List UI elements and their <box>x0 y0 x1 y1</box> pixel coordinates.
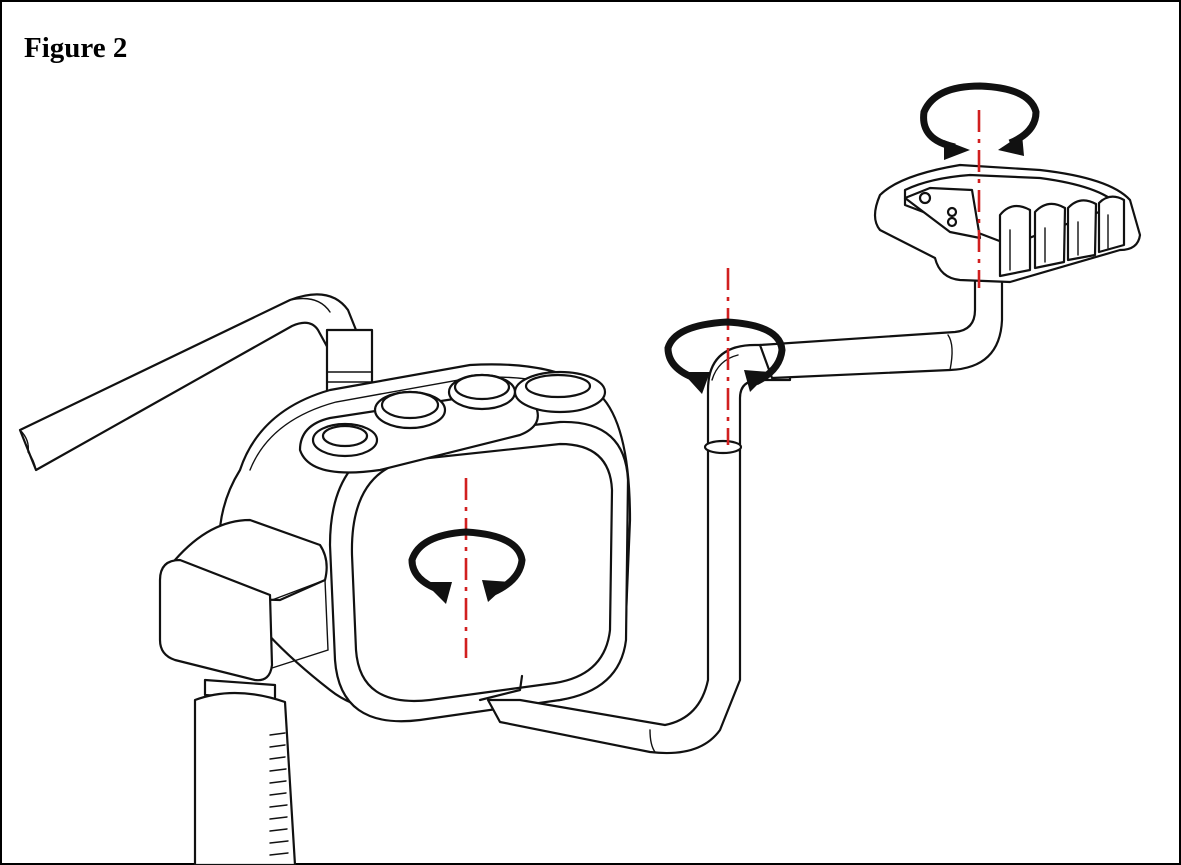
instrument-tray <box>873 163 1142 284</box>
support-column <box>193 678 297 865</box>
upper-tray-arm <box>758 278 1004 380</box>
head-top-deck <box>298 370 607 474</box>
tray-rotation-arrow <box>920 82 1040 160</box>
rotation-axes <box>464 110 981 658</box>
head-rotation-arrow <box>408 528 526 604</box>
riser-rotation-arrow <box>664 318 786 394</box>
column-scale-marks <box>269 732 289 856</box>
side-housing-block <box>158 518 329 682</box>
figure-title: Figure 2 <box>24 32 128 64</box>
